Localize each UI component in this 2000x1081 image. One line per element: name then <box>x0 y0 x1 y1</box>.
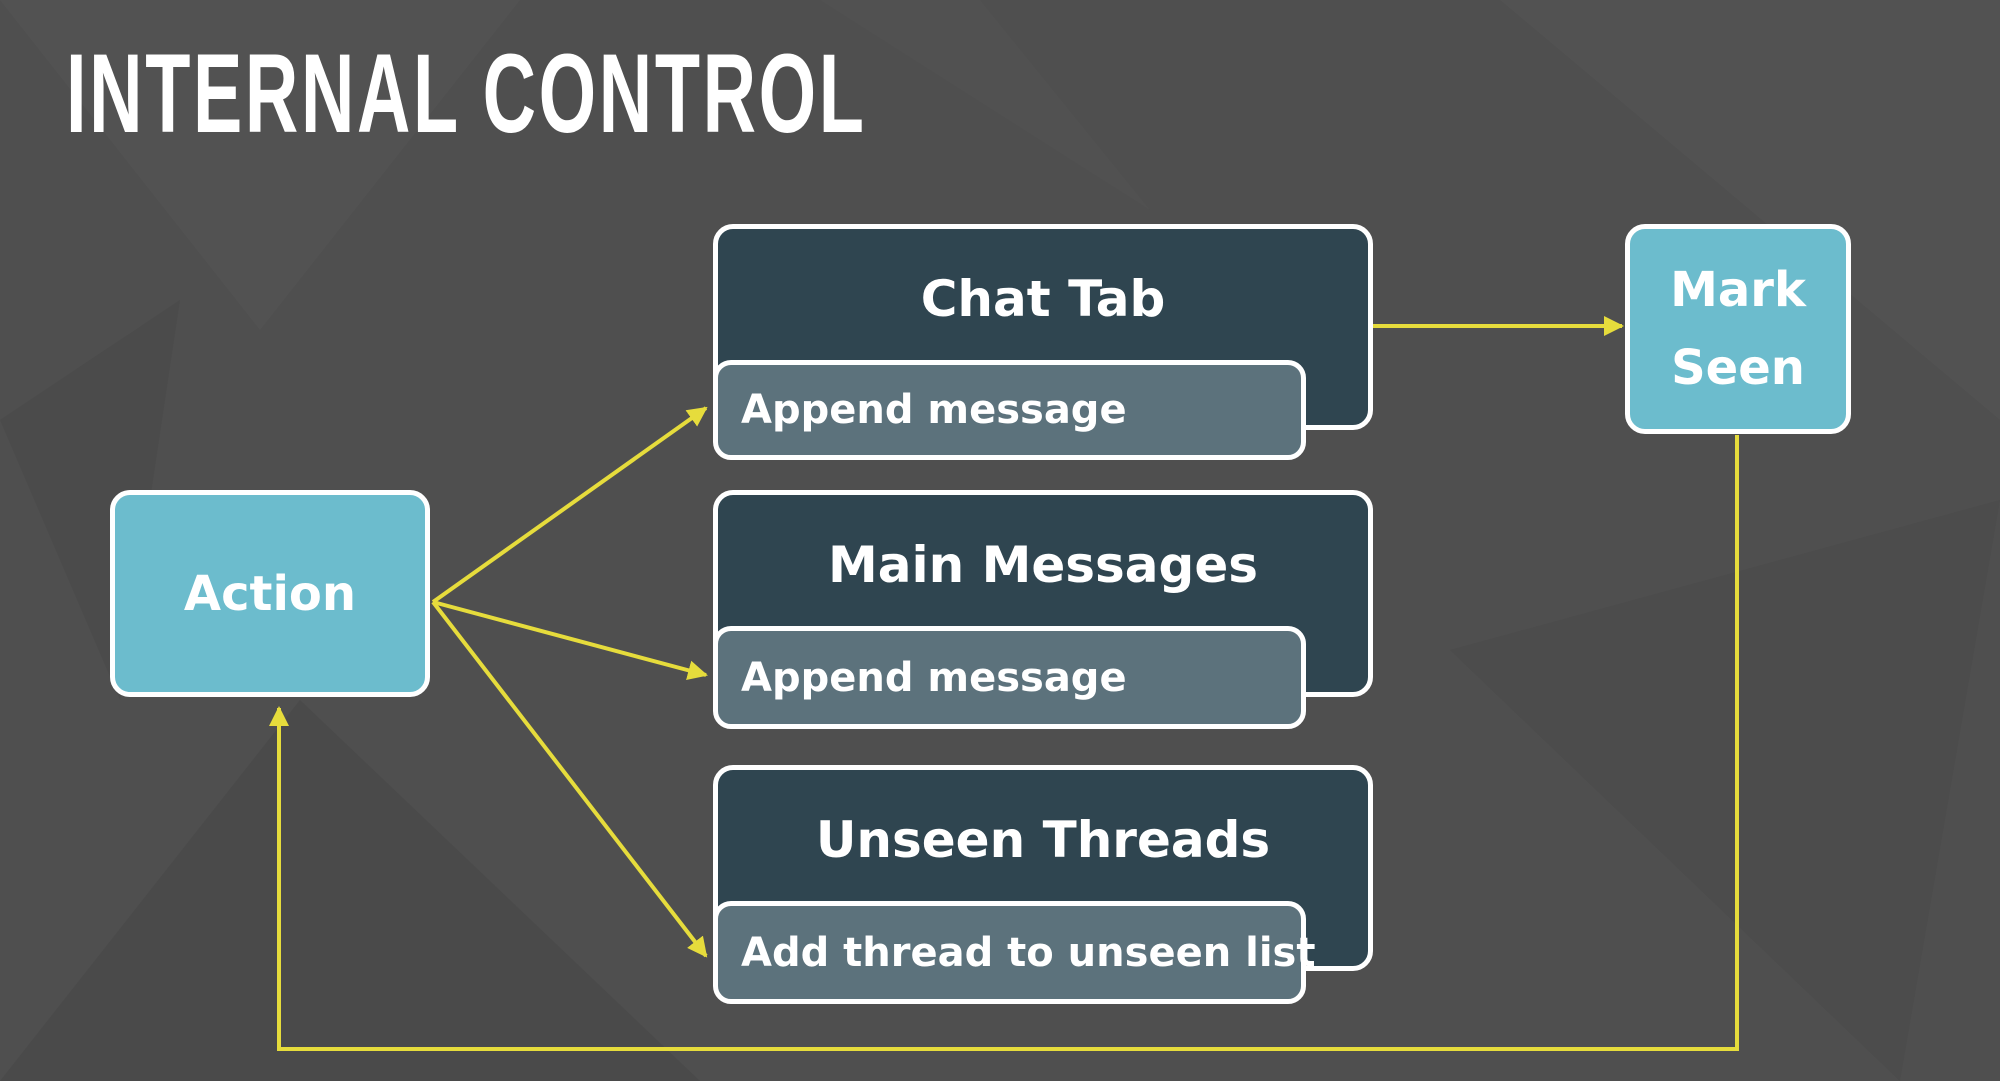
arrow-mark-seen-to-action <box>269 435 1739 1051</box>
action-node: Action <box>110 490 430 697</box>
chat-tab-title: Chat Tab <box>920 270 1166 328</box>
action-label: Action <box>183 565 357 622</box>
mark-seen-node: Mark Seen <box>1625 224 1851 434</box>
main-messages-sub-label: Append message <box>741 654 1127 701</box>
unseen-threads-sub-box: Add thread to unseen list <box>713 901 1315 1004</box>
mark-seen-label: Mark Seen <box>1670 262 1806 396</box>
slide-title: INTERNAL CONTROL <box>66 31 867 156</box>
unseen-threads-title: Unseen Threads <box>815 811 1271 869</box>
chat-tab-sub-label: Append message <box>741 387 1127 433</box>
main-messages-sub-box: Append message <box>713 626 1306 729</box>
chat-tab-sub-box: Append message <box>713 360 1306 460</box>
arrow-action-to-main-messages <box>432 600 708 681</box>
arrow-action-to-chat-tab <box>431 406 708 604</box>
arrow-action-to-unseen-threads <box>431 600 708 958</box>
unseen-threads-sub-label: Add thread to unseen list <box>741 929 1316 976</box>
main-messages-title: Main Messages <box>827 536 1259 594</box>
